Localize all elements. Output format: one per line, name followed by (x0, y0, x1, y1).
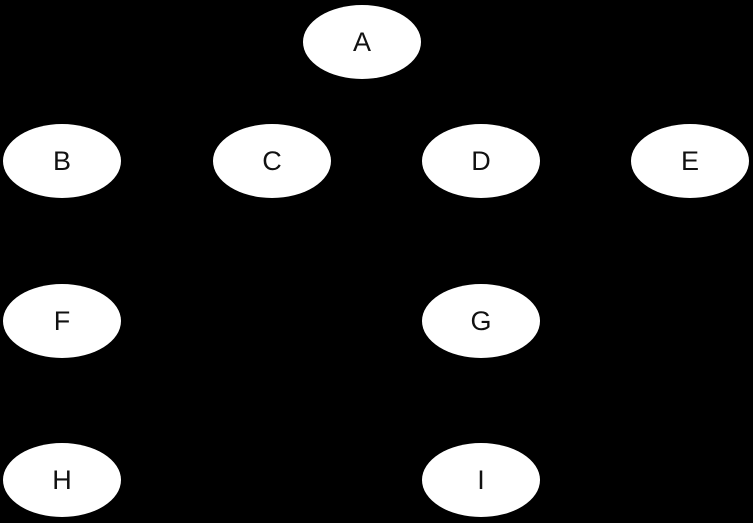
node-D: D (422, 124, 540, 198)
node-I: I (422, 443, 540, 517)
node-A: A (303, 5, 421, 79)
node-F-label: F (53, 305, 71, 336)
node-D-label: D (471, 145, 491, 176)
node-H-label: H (52, 464, 72, 495)
node-C-label: C (262, 145, 282, 176)
node-G-label: G (470, 305, 492, 336)
node-B: B (3, 124, 121, 198)
node-E-label: E (680, 145, 699, 176)
node-I-label: I (477, 464, 485, 495)
node-F: F (3, 284, 121, 358)
node-B-label: B (52, 145, 71, 176)
node-E: E (631, 124, 749, 198)
node-G: G (422, 284, 540, 358)
node-H: H (3, 443, 121, 517)
node-C: C (213, 124, 331, 198)
node-A-label: A (352, 26, 371, 57)
